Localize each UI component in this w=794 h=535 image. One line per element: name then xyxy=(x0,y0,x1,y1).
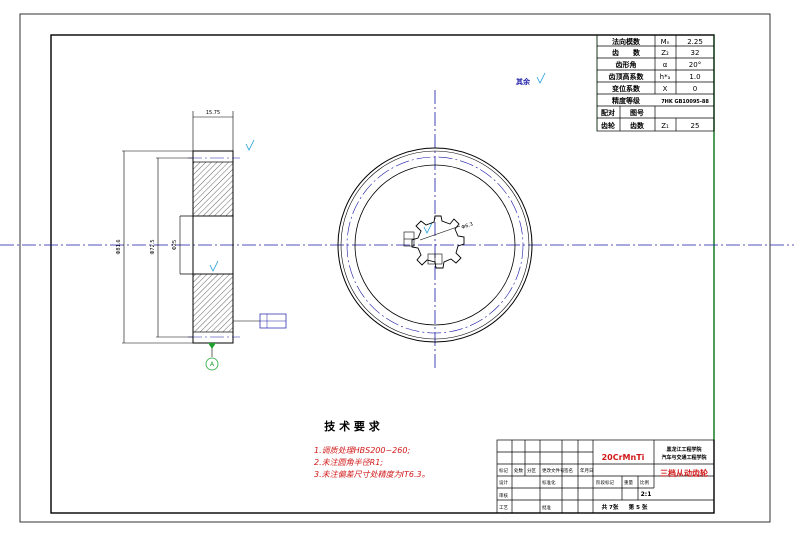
param-value-0: 2.25 xyxy=(687,38,703,46)
roughness-note: 其余 xyxy=(516,77,531,86)
mating-sub: 图号 xyxy=(630,108,644,117)
param-value-3: 1.0 xyxy=(689,73,700,81)
param-symbol-1: Z₂ xyxy=(661,49,669,57)
dept-name: 汽车与交通工程学院 xyxy=(661,454,706,461)
tb-scale: 2:1 xyxy=(641,491,652,498)
tb-approve: 批准 xyxy=(542,504,551,511)
param-value-1: 32 xyxy=(691,49,700,57)
tb-date: 年月日 xyxy=(580,467,594,474)
param-label-5: 精度等级 xyxy=(612,96,641,105)
tb-count: 处数 xyxy=(514,467,523,474)
tb-process: 工艺 xyxy=(499,505,508,511)
tb-sheets-total: 共 7张 xyxy=(602,503,619,511)
dim-outer-diameter: Φ81.6 xyxy=(116,239,122,254)
tech-req-item-1: 1.调质处理HBS200~260; xyxy=(314,446,410,455)
param-label-0: 法向模数 xyxy=(612,37,641,46)
part-name: 三档从动齿轮 xyxy=(660,468,708,478)
tech-req-item-3: 3.未注偏差尺寸处精度为IT6.3。 xyxy=(314,470,430,479)
mating-value: 25 xyxy=(691,122,700,130)
tb-sign: 签名 xyxy=(564,467,573,474)
mating-label: 配对 xyxy=(601,108,615,117)
tb-stage-mark: 阶段标记 xyxy=(596,479,614,486)
tb-mark: 标记 xyxy=(499,467,508,474)
inner-frame xyxy=(50,34,715,514)
param-symbol-0: Mₙ xyxy=(661,38,670,46)
param-value-2: 20° xyxy=(689,61,701,69)
tb-scale-label: 比例 xyxy=(640,479,649,486)
tb-change-doc: 更改文件号 xyxy=(542,467,565,474)
param-label-4: 变位系数 xyxy=(612,84,641,93)
dim-width: 15.75 xyxy=(206,110,220,116)
dim-spline: Φ6.3 xyxy=(461,222,474,231)
material: 20CrMnTi xyxy=(602,453,645,462)
mating-label2: 齿轮 xyxy=(601,121,615,130)
param-symbol-2: α xyxy=(663,61,668,69)
outer-frame xyxy=(19,13,771,523)
param-symbol-3: h*ₐ xyxy=(660,73,671,81)
param-value-5: 7HK GB10095-88 xyxy=(661,99,709,105)
tech-req-item-2: 2.未注圆角半径R1; xyxy=(314,458,383,467)
datum-a-label: A xyxy=(210,361,215,368)
section-view xyxy=(122,72,546,371)
school-name: 黑龙江工程学院 xyxy=(666,446,701,453)
tech-req-title: 技 术 要 求 xyxy=(324,419,380,433)
param-symbol-4: X xyxy=(663,85,668,93)
title-block xyxy=(496,439,715,514)
dim-bore-diameter: Φ25 xyxy=(172,240,178,250)
tb-standardize: 标准化 xyxy=(542,479,556,486)
param-label-2: 齿形角 xyxy=(616,60,637,69)
tb-weight: 重量 xyxy=(624,479,633,486)
tb-sheet-no: 第 5 张 xyxy=(629,503,648,511)
front-view xyxy=(337,147,533,343)
mating-symbol: Z₁ xyxy=(661,122,669,130)
params-table xyxy=(596,34,715,132)
mating-sub2: 齿数 xyxy=(630,121,645,130)
tb-partition: 分区 xyxy=(527,467,536,474)
tb-design: 设计 xyxy=(499,479,508,486)
dim-mid-diameter: Φ72.5 xyxy=(150,239,156,254)
tb-review: 审核 xyxy=(499,492,508,499)
param-label-3: 齿顶高系数 xyxy=(609,72,645,81)
param-label-1: 齿 数 xyxy=(612,48,641,57)
param-value-4: 0 xyxy=(693,85,697,93)
